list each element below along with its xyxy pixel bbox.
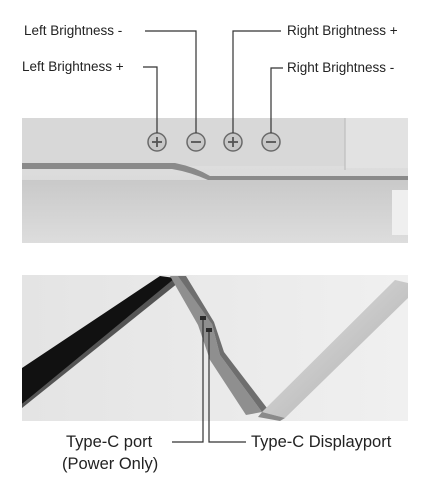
left-brightness-minus-button[interactable] bbox=[186, 132, 206, 152]
top-leader-lines bbox=[143, 30, 283, 133]
bottom-leader-lines bbox=[172, 320, 246, 443]
right-brightness-plus-button[interactable] bbox=[223, 132, 243, 152]
type-c-displayport-opening bbox=[206, 328, 212, 332]
right-brightness-minus-button[interactable] bbox=[261, 132, 281, 152]
right-brightness-minus-label: Right Brightness - bbox=[287, 60, 395, 75]
left-brightness-plus-label: Left Brightness + bbox=[22, 59, 124, 74]
left-brightness-plus-button[interactable] bbox=[147, 132, 167, 152]
monitor-seam bbox=[22, 163, 408, 180]
right-screen bbox=[262, 280, 408, 418]
right-brightness-plus-label: Right Brightness + bbox=[287, 23, 398, 38]
left-brightness-minus-label: Left Brightness - bbox=[24, 23, 123, 38]
hinge bbox=[170, 276, 262, 415]
power-only-label: (Power Only) bbox=[62, 455, 159, 473]
type-c-port-opening bbox=[200, 316, 206, 320]
monitor-top-face bbox=[22, 118, 350, 166]
monitor-lower-body bbox=[22, 180, 408, 243]
type-c-port-label: Type-C port bbox=[66, 433, 153, 451]
left-screen bbox=[22, 276, 175, 404]
type-c-displayport-label: Type-C Displayport bbox=[251, 433, 392, 451]
